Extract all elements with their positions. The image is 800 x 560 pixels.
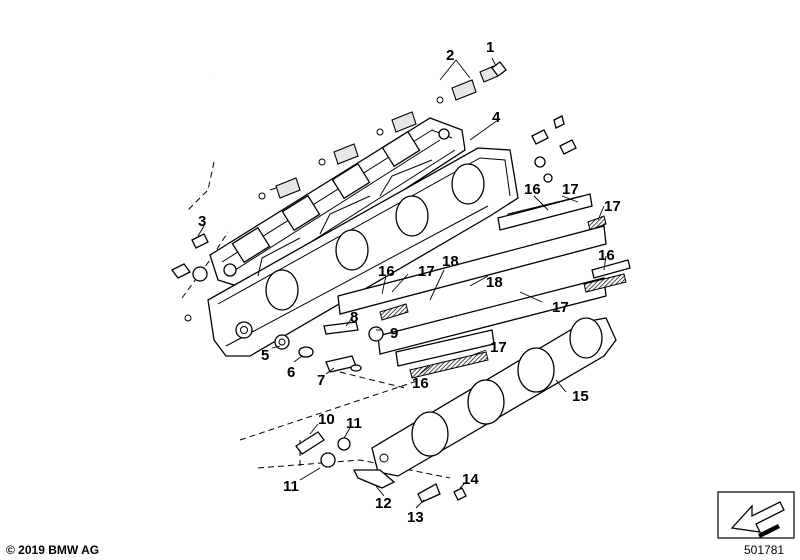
callout-6: 6: [287, 364, 295, 381]
sensor-3: [191, 233, 209, 249]
callout-16-b: 16: [598, 247, 615, 264]
intake-manifold-lower: [207, 147, 519, 357]
callout-labels: 1 2 3 4 5 6 7 8 9 10 11 11 12 13 14 15 1…: [198, 39, 621, 526]
callout-2: 2: [446, 47, 454, 64]
diagram-number: 501781: [744, 543, 784, 557]
nut-11-lower: [320, 452, 336, 468]
callout-13: 13: [407, 509, 424, 526]
callout-8: 8: [350, 309, 358, 326]
fuel-injector-2: [318, 143, 359, 166]
nut-9: [368, 326, 384, 342]
callout-10: 10: [318, 411, 335, 428]
nut-11-upper: [337, 437, 351, 451]
callout-9: 9: [390, 325, 398, 342]
copyright-text: © 2019 BMW AG: [6, 543, 99, 557]
callout-14: 14: [462, 471, 479, 488]
flange-gasket-plate: [371, 317, 617, 477]
callout-18-a: 18: [442, 253, 459, 270]
callout-17-c: 17: [418, 263, 435, 280]
callout-12: 12: [375, 495, 392, 512]
stud-bolt-8: [323, 321, 359, 335]
callout-18-b: 18: [486, 274, 503, 291]
callout-11-upper: 11: [346, 415, 362, 432]
nut-5: [274, 334, 290, 350]
sealing-ring-6: [298, 346, 314, 358]
callout-7: 7: [317, 372, 325, 389]
callout-11-lower: 11: [283, 478, 299, 495]
lever-12: [352, 469, 396, 489]
callout-15: 15: [572, 388, 589, 405]
callout-17-b: 17: [604, 198, 621, 215]
bolt-set-right: [531, 115, 577, 183]
fuel-injector-1: [258, 177, 301, 200]
bracket-13: [417, 483, 441, 503]
callout-16-c: 16: [378, 263, 395, 280]
assembly-line-7: [339, 371, 406, 389]
fuel-hose-inner: [192, 76, 216, 161]
callout-17-a: 17: [562, 181, 579, 198]
screw-14: [453, 487, 467, 501]
nut-left: [171, 263, 208, 322]
fuel-injector-4: [436, 79, 477, 104]
bracket-10: [295, 431, 325, 455]
callout-17-d: 17: [552, 299, 569, 316]
callout-5: 5: [261, 347, 269, 364]
callout-4: 4: [492, 109, 501, 126]
assembly-line-left: [181, 231, 229, 299]
callout-16-d: 16: [412, 375, 429, 392]
leader-lines: [197, 57, 607, 509]
assembly-line-lower-1: [239, 379, 421, 441]
callout-3: 3: [198, 213, 206, 230]
arrow-box-icon: [717, 491, 795, 539]
callout-1: 1: [486, 39, 494, 56]
intake-manifold-upper: [209, 117, 466, 291]
gasket-strips: [337, 193, 631, 379]
callout-17-e: 17: [490, 339, 507, 356]
assembly-line-lower-2: [257, 459, 451, 479]
fuel-injector-3: [376, 111, 417, 136]
callout-16-a: 16: [524, 181, 541, 198]
assembly-line-hose: [185, 161, 215, 213]
